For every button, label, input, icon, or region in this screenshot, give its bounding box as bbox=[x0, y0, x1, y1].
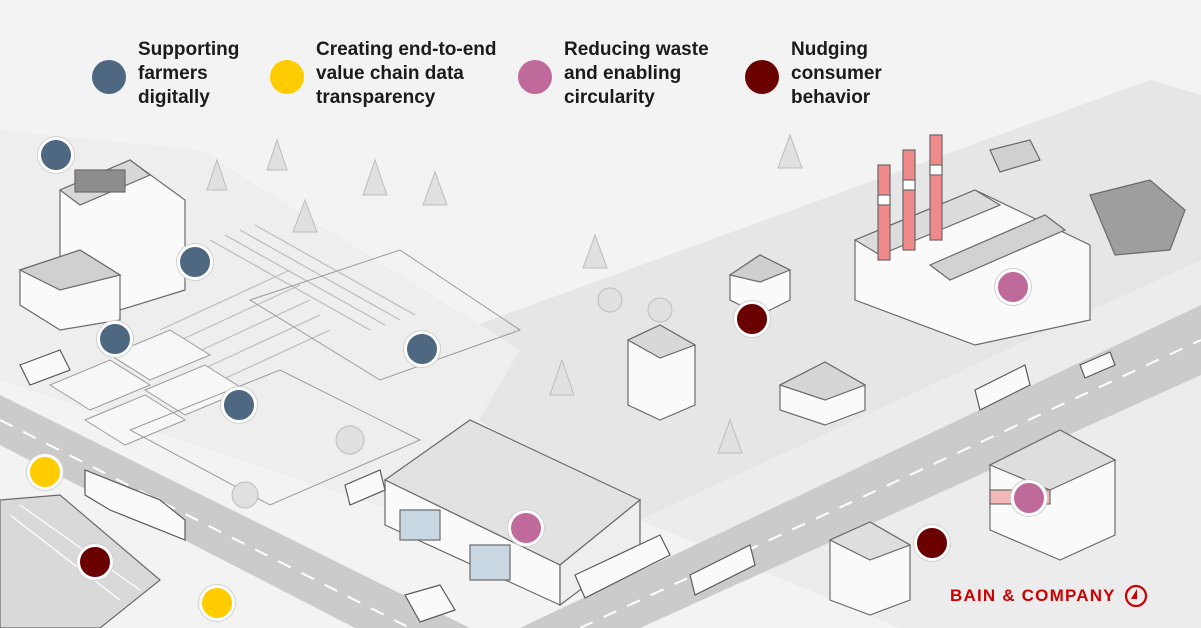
legend-item-transparency: Creating end-to-end value chain data tra… bbox=[270, 38, 497, 110]
quarry bbox=[989, 139, 1186, 256]
marker-factory bbox=[995, 269, 1031, 305]
brand-name: BAIN & COMPANY bbox=[950, 586, 1116, 605]
marker-horse-paddock bbox=[221, 387, 257, 423]
legend-item-farmers: Supporting farmers digitally bbox=[92, 38, 239, 110]
marker-barn bbox=[177, 244, 213, 280]
brand-mark-icon bbox=[1124, 584, 1147, 608]
marker-farm bbox=[38, 137, 74, 173]
legend-label-consumer: Nudging consumer behavior bbox=[791, 39, 882, 108]
legend-item-consumer: Nudging consumer behavior bbox=[745, 38, 882, 110]
legend-dot-consumer bbox=[745, 60, 779, 94]
barn bbox=[18, 159, 186, 331]
marker-bottom-road bbox=[199, 585, 235, 621]
legend-dot-farmers bbox=[92, 60, 126, 94]
road-east bbox=[520, 305, 1201, 628]
brand-logo: BAIN & COMPANY bbox=[950, 584, 1148, 608]
legend-label-circularity: Reducing waste and enabling circularity bbox=[564, 39, 709, 108]
greenhouses bbox=[48, 329, 247, 446]
legend-item-circularity: Reducing waste and enabling circularity bbox=[518, 38, 709, 110]
town-buildings bbox=[626, 254, 867, 426]
factory bbox=[853, 134, 1091, 346]
crop-rows bbox=[159, 224, 416, 391]
marker-livestock-field bbox=[404, 331, 440, 367]
marker-greenhouses bbox=[97, 321, 133, 357]
restaurant bbox=[828, 521, 912, 616]
marker-house bbox=[734, 301, 770, 337]
marker-distribution-center bbox=[508, 510, 544, 546]
legend-label-farmers: Supporting farmers digitally bbox=[138, 39, 240, 108]
marker-supermarket bbox=[1011, 480, 1047, 516]
road-west bbox=[0, 395, 470, 628]
legend-dot-transparency bbox=[270, 60, 304, 94]
trees bbox=[206, 133, 803, 509]
legend-dot-circularity bbox=[518, 60, 552, 94]
marker-road-left bbox=[27, 454, 63, 490]
marker-restaurant bbox=[914, 525, 950, 561]
vehicles bbox=[19, 349, 1116, 623]
legend-label-transparency: Creating end-to-end value chain data tra… bbox=[316, 39, 497, 108]
marker-warehouse-left bbox=[77, 544, 113, 580]
